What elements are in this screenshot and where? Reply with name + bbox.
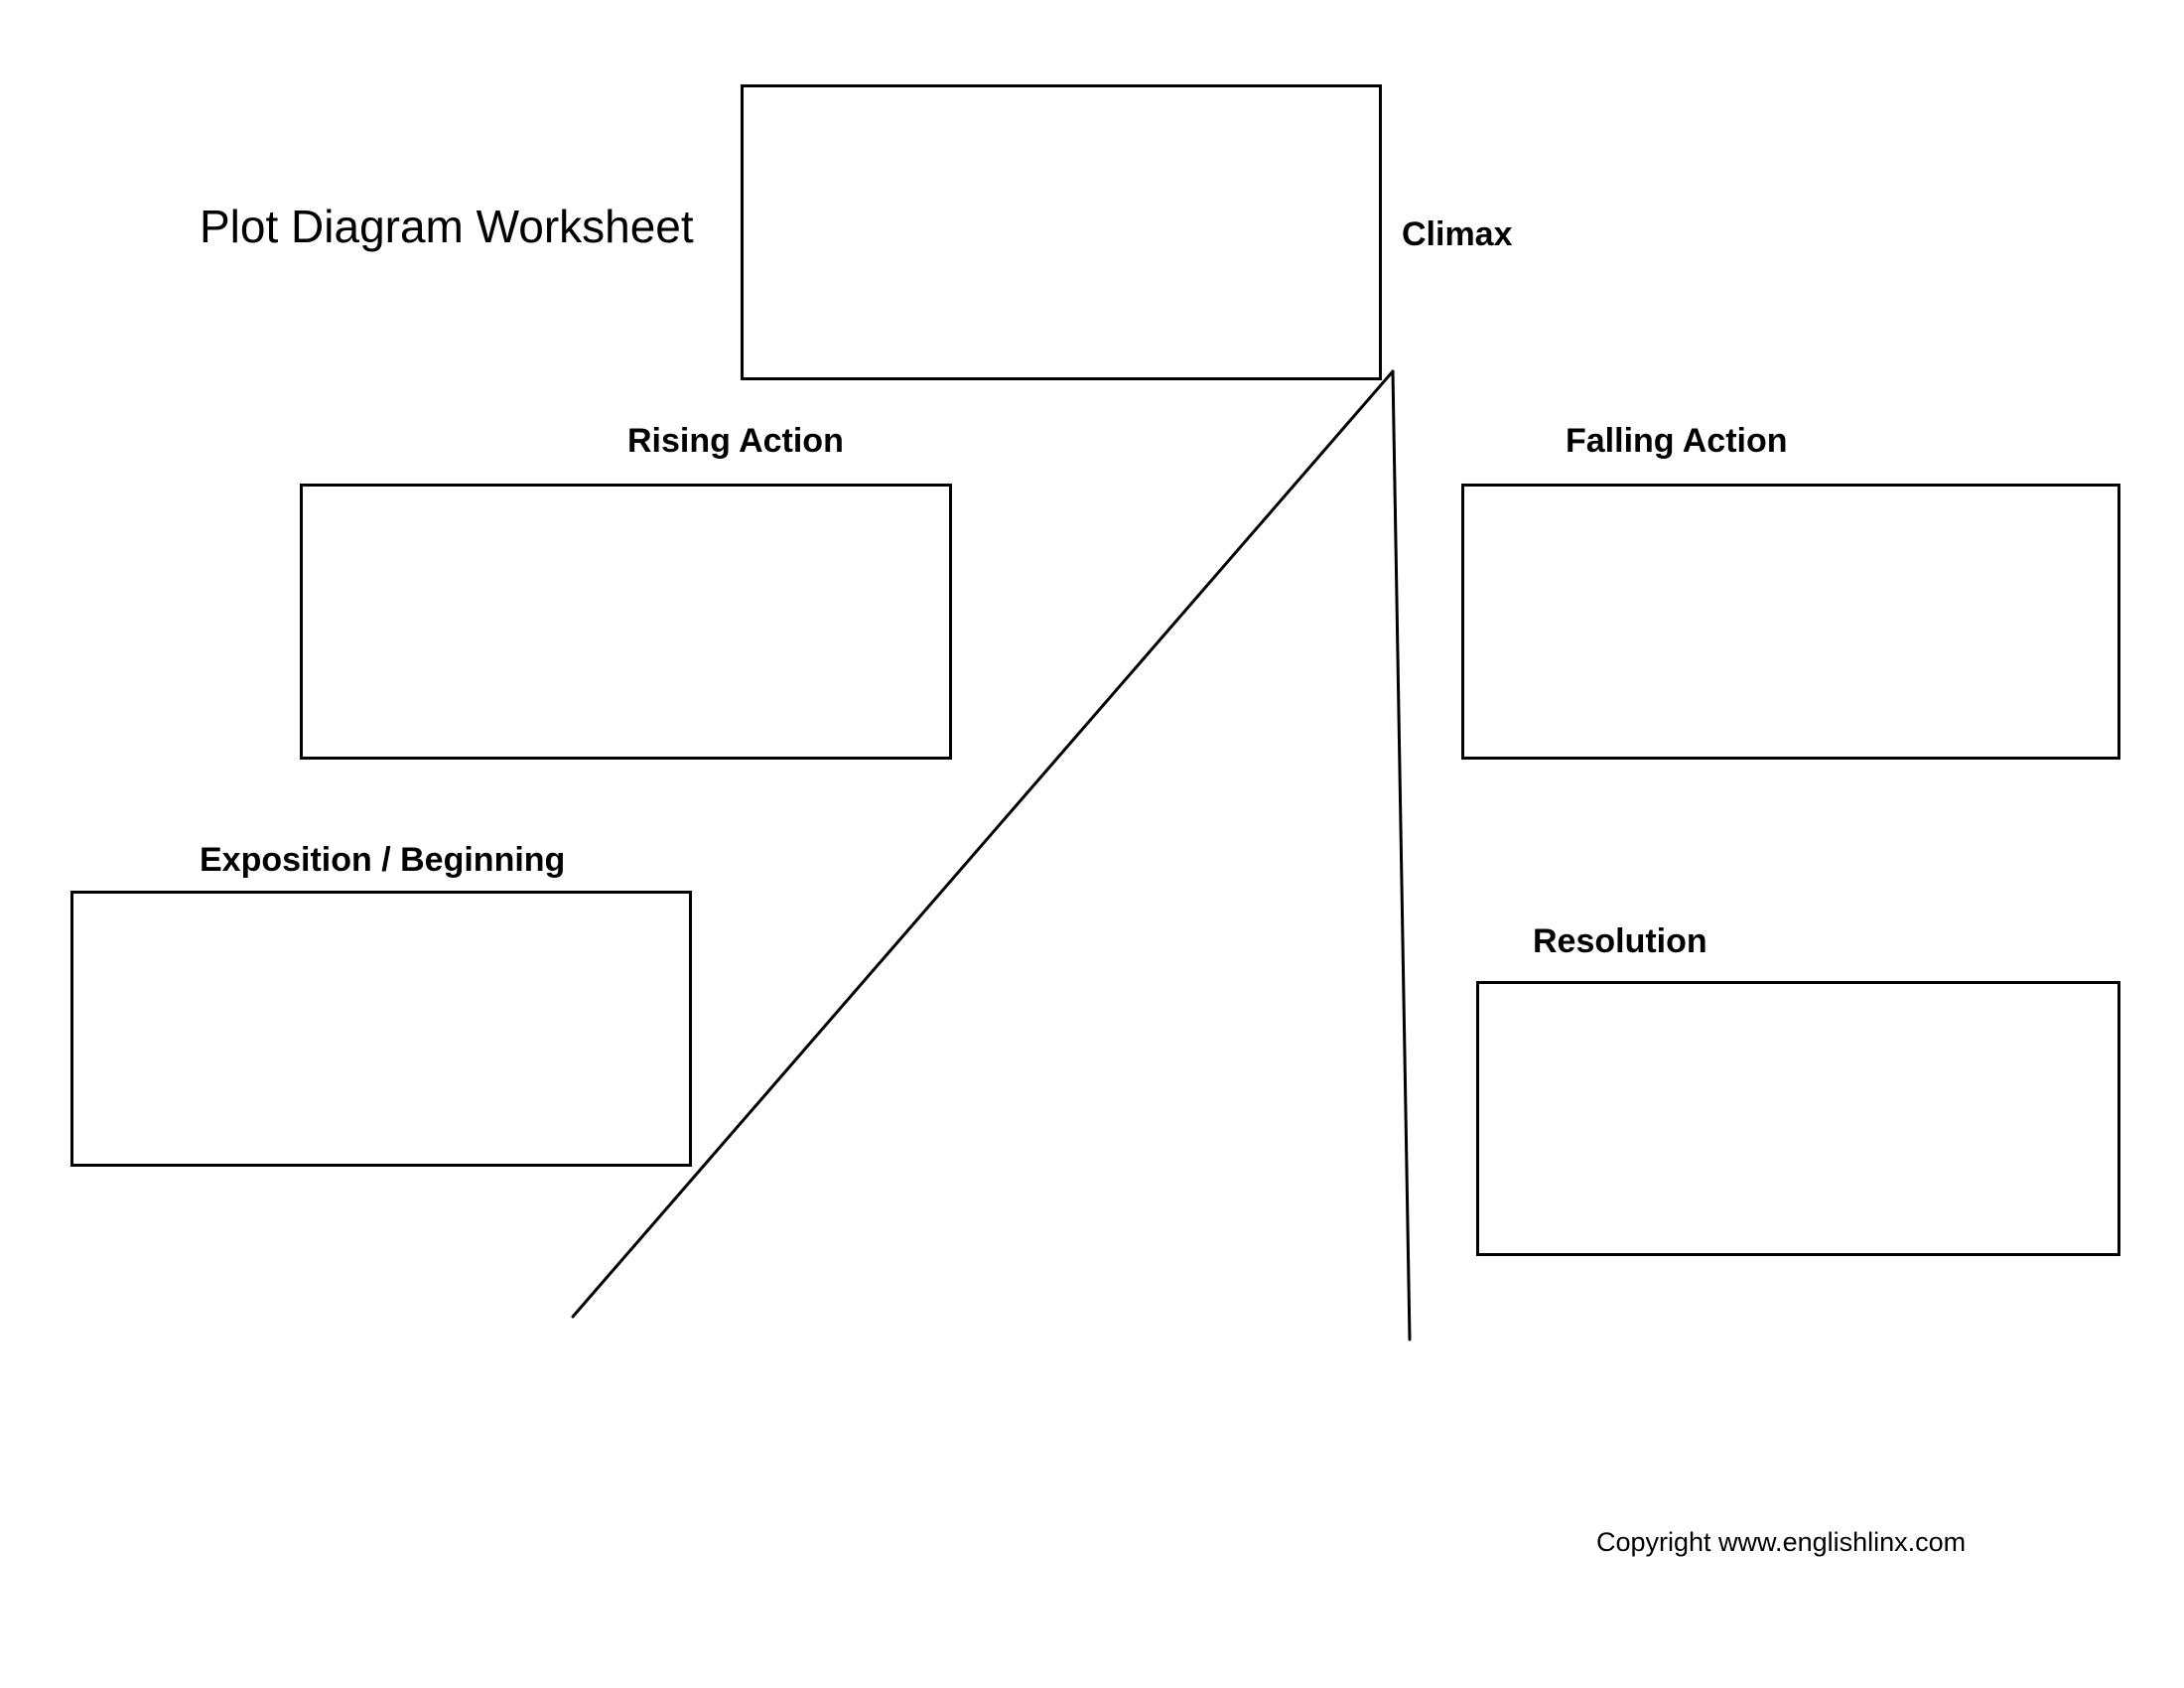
climax-box[interactable] [741,84,1382,380]
resolution-box[interactable] [1476,981,2120,1256]
falling-action-label: Falling Action [1566,422,1788,460]
resolution-label: Resolution [1533,922,1707,960]
rising-action-box[interactable] [300,484,952,760]
falling-action-box[interactable] [1461,484,2120,760]
copyright-text: Copyright www.englishlinx.com [1596,1527,1967,1557]
climax-label: Climax [1402,215,1513,253]
exposition-label: Exposition / Beginning [200,841,566,879]
exposition-box[interactable] [70,891,692,1167]
page-title: Plot Diagram Worksheet [200,201,694,252]
falling-action-line [1391,369,1412,1341]
rising-action-label: Rising Action [627,422,844,460]
